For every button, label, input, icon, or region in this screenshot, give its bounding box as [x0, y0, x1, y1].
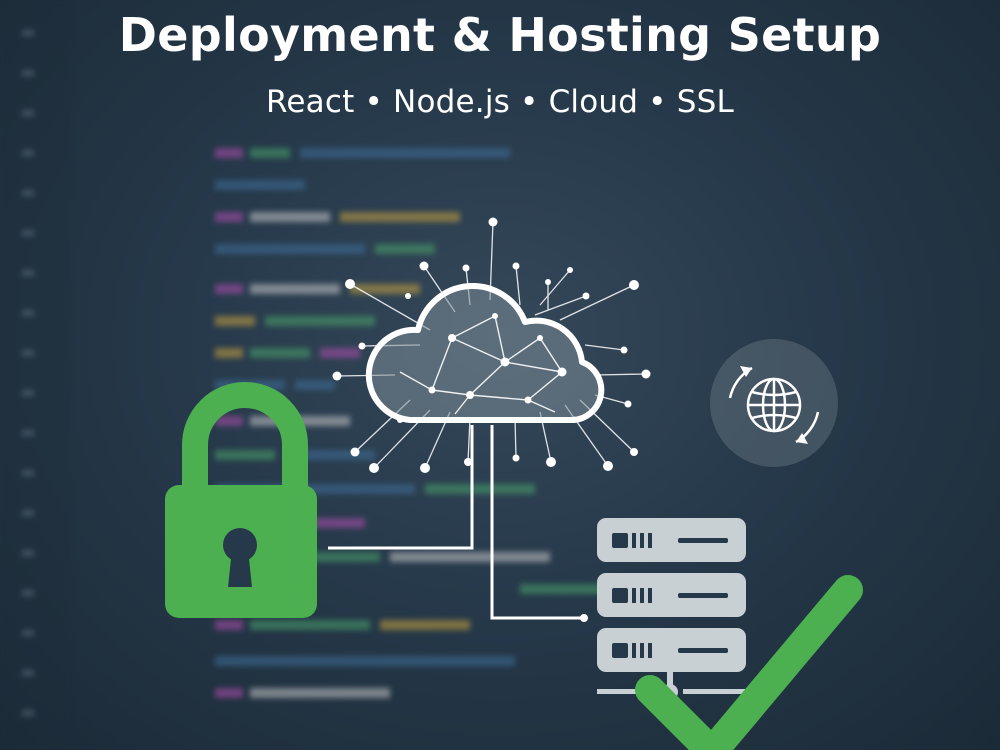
- checkmark-icon: [635, 575, 863, 750]
- cloud-network-icon: [332, 217, 651, 473]
- globe-sync-icon: [710, 339, 838, 467]
- page-title: Deployment & Hosting Setup: [118, 8, 882, 62]
- page-subtitle: React • Node.js • Cloud • SSL: [266, 84, 734, 120]
- padlock-icon: [165, 382, 317, 618]
- server-rack-icon: [597, 518, 746, 700]
- connector-lines: [328, 425, 584, 620]
